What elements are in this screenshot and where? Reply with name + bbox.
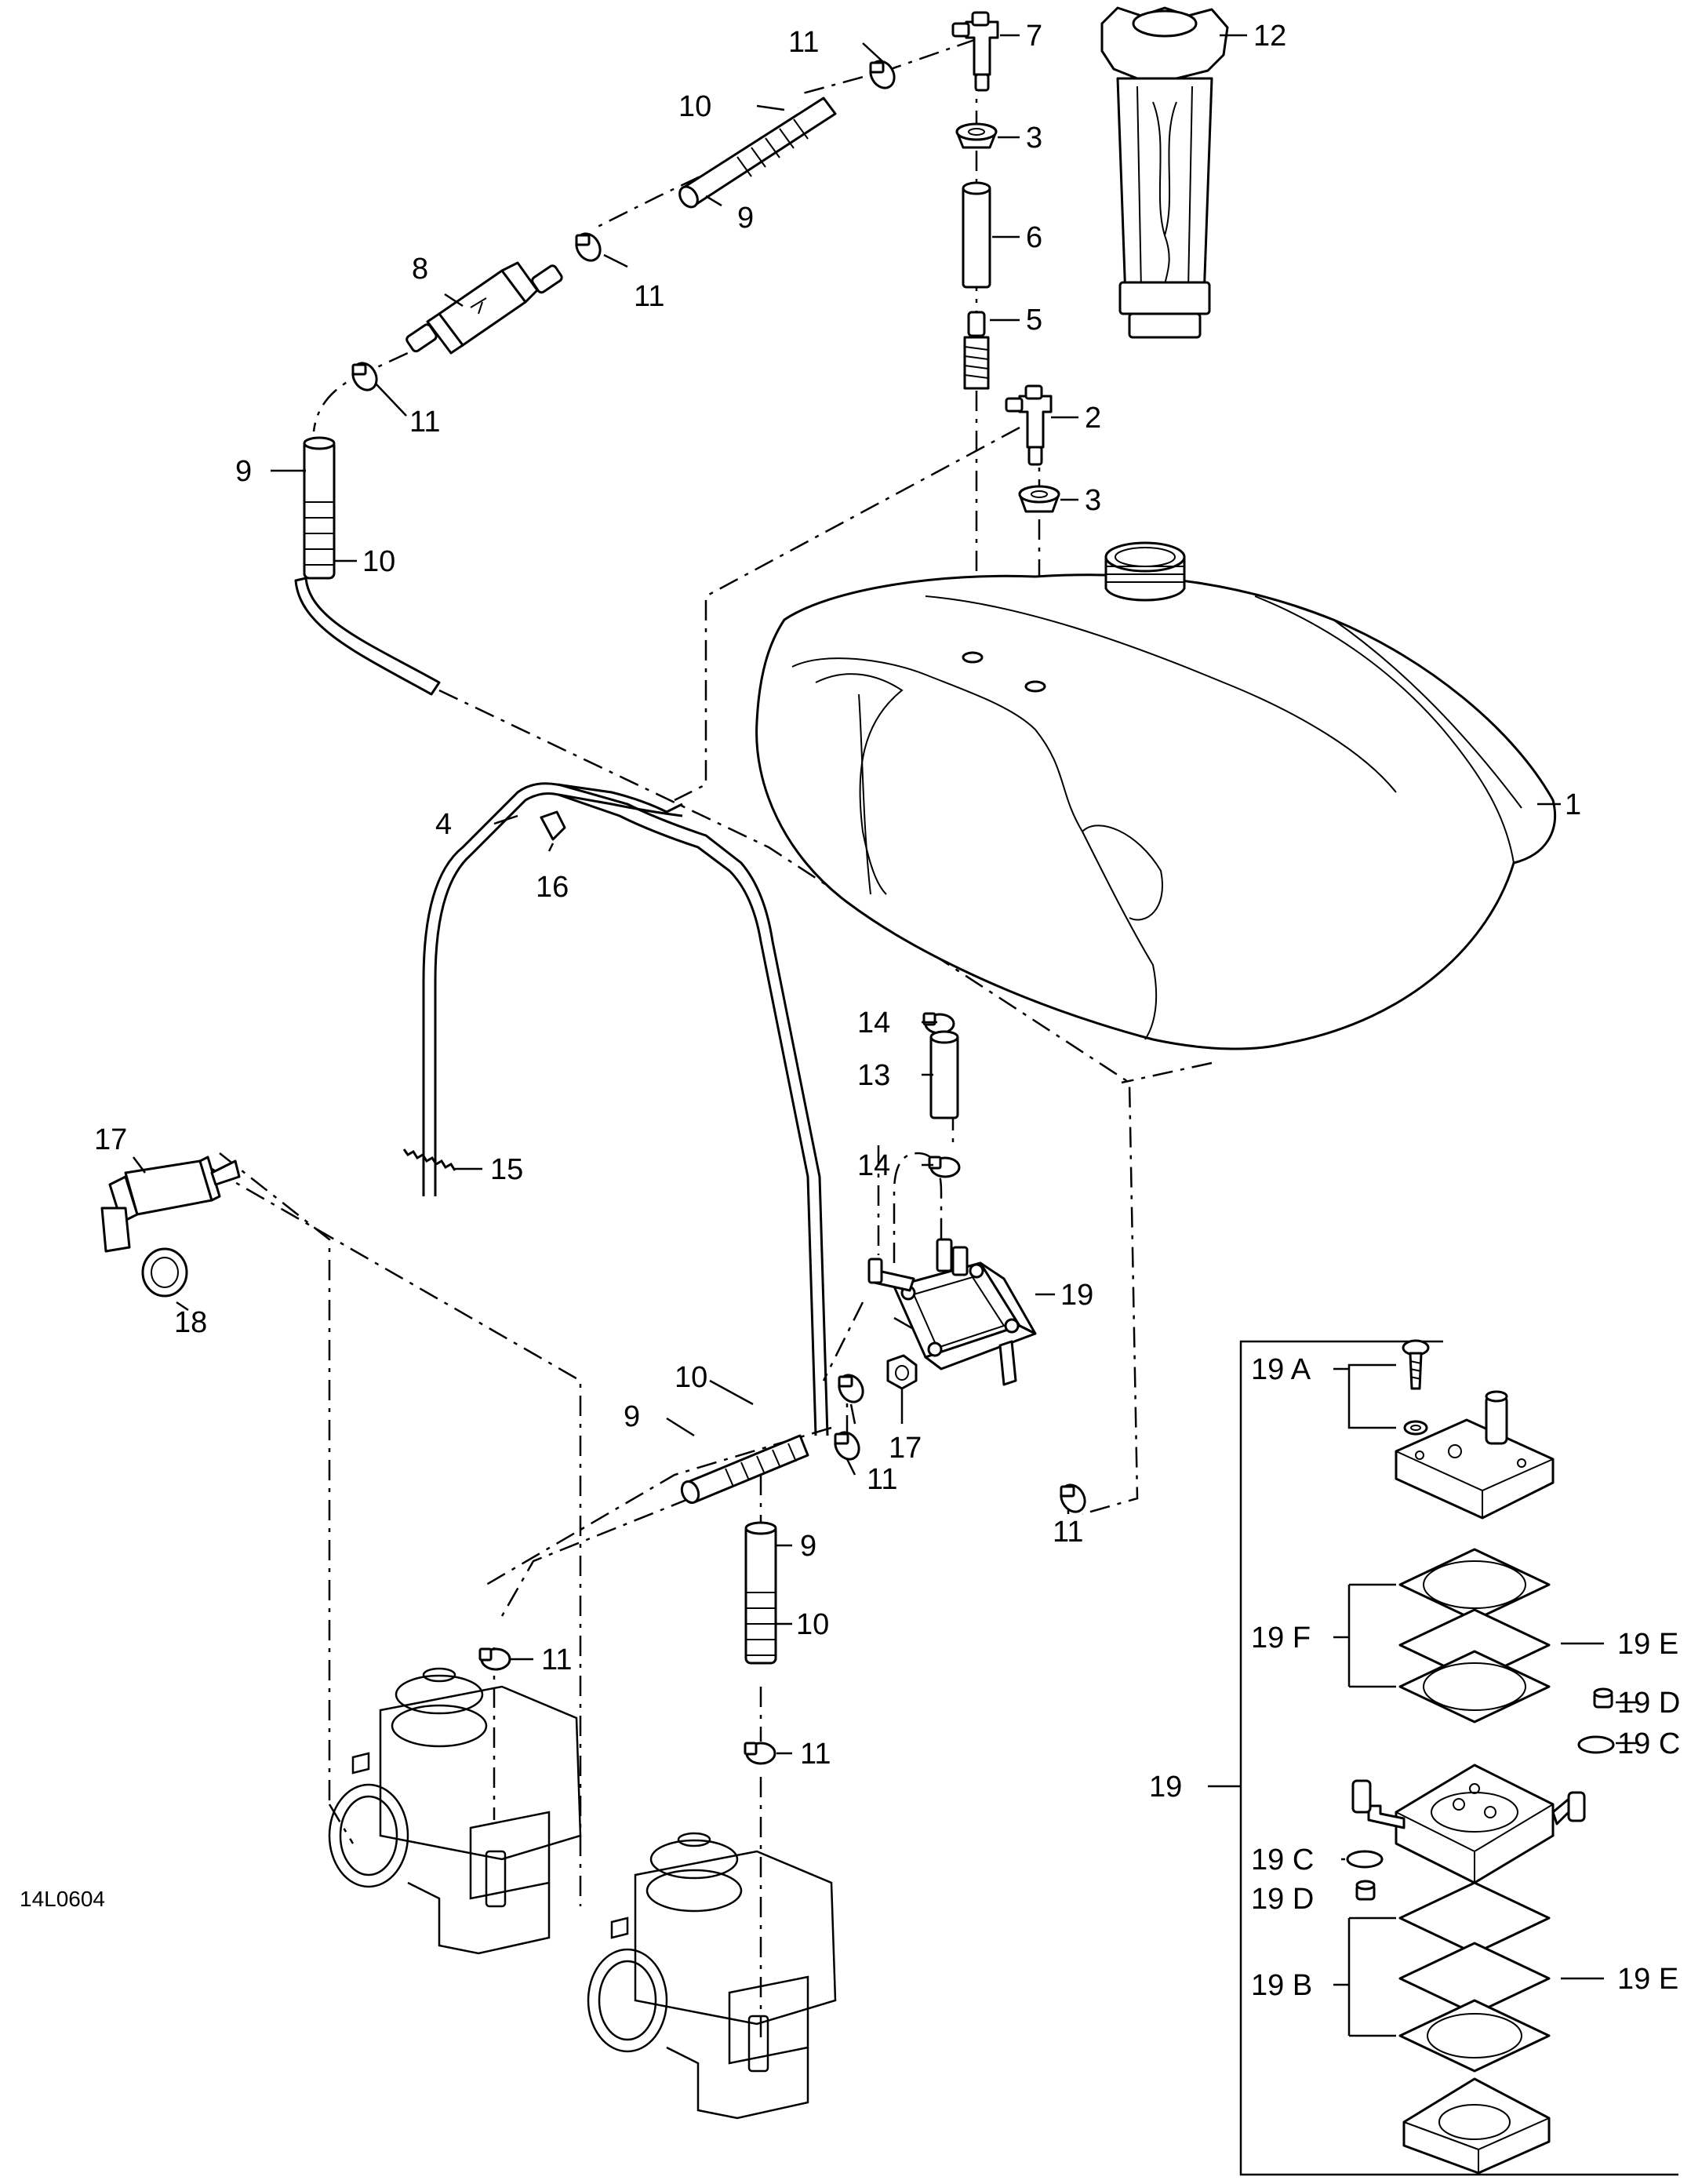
callout-11: 11 <box>409 406 440 439</box>
grommet-upper <box>955 122 998 149</box>
callout-18: 18 <box>174 1306 207 1339</box>
callout-11: 11 <box>800 1738 831 1771</box>
callout-17: 17 <box>889 1432 922 1465</box>
callout-11: 11 <box>634 280 664 313</box>
callout-19e: 19 E <box>1617 1963 1678 1996</box>
hex-nut <box>886 1354 918 1390</box>
callout-19d: 19 D <box>1251 1883 1314 1916</box>
callout-3: 3 <box>1085 484 1101 517</box>
valve-disc-lower <box>1346 1850 1384 1869</box>
callout-12: 12 <box>1253 20 1286 53</box>
valve-disc-upper <box>1577 1735 1615 1754</box>
callout-5: 5 <box>1026 304 1042 337</box>
check-valve <box>963 311 990 390</box>
callout-15: 15 <box>490 1153 523 1186</box>
callout-3: 3 <box>1026 122 1042 155</box>
carburetor-left <box>328 1667 582 1955</box>
hose-lower <box>744 1521 777 1665</box>
clamp-b <box>575 232 602 262</box>
callout-2: 2 <box>1085 402 1101 435</box>
valve-nut <box>141 1247 188 1298</box>
clamp-d <box>838 1374 864 1403</box>
clamp-pump-upper <box>922 1012 955 1035</box>
hose-top <box>678 96 837 209</box>
callout-9: 9 <box>737 202 754 235</box>
diaphragm-gasket-3 <box>1398 1650 1551 1724</box>
filler-neck <box>1104 541 1186 602</box>
fuel-gauge-sender <box>1100 6 1229 339</box>
carburetor-right <box>587 1832 837 2120</box>
clamp-f <box>1060 1483 1086 1513</box>
callout-19: 19 <box>1060 1279 1093 1312</box>
fuel-tank <box>755 541 1557 1050</box>
clamp-a <box>869 60 896 89</box>
callout-13: 13 <box>857 1059 890 1092</box>
fuel-shutoff-valve <box>100 1156 241 1253</box>
diaphragm-gasket-5 <box>1398 1942 1551 2015</box>
hose-routing-lines <box>211 38 1213 2040</box>
callout-9: 9 <box>235 455 252 488</box>
callout-9: 9 <box>800 1530 816 1563</box>
vent-tube <box>962 181 991 289</box>
callout-19a: 19 A <box>1251 1353 1311 1386</box>
hose-middle <box>680 1434 809 1505</box>
callout-6: 6 <box>1026 221 1042 254</box>
clamp-c <box>351 362 378 391</box>
connector-tube <box>929 1030 959 1119</box>
callout-1: 1 <box>1565 788 1581 821</box>
callout-14: 14 <box>857 1149 890 1182</box>
valve-plug-upper <box>1593 1687 1613 1709</box>
hose-left <box>294 436 441 696</box>
diagram-code: 14L0604 <box>20 1887 105 1911</box>
tee-fitting-tank <box>1005 384 1053 466</box>
diaphragm-gasket-4 <box>1398 1881 1551 1955</box>
callout-19d: 19 D <box>1617 1687 1680 1720</box>
callout-19c: 19 C <box>1251 1844 1314 1876</box>
callout-10: 10 <box>362 545 395 578</box>
pump-kit-detail <box>1208 1339 1678 2176</box>
valve-plug-lower <box>1355 1880 1376 1901</box>
callout-7: 7 <box>1026 20 1042 53</box>
pump-cover <box>1395 1390 1555 1520</box>
tee-fitting-top <box>951 11 999 92</box>
callout-19e: 19 E <box>1617 1628 1678 1661</box>
lock-washer <box>1403 1420 1428 1436</box>
callout-10: 10 <box>796 1608 829 1641</box>
pump-base <box>1402 2077 1551 2175</box>
callout-11: 11 <box>541 1643 572 1676</box>
callout-16: 16 <box>536 871 569 904</box>
clamp-h <box>744 1742 776 1765</box>
callout-11: 11 <box>867 1463 897 1496</box>
callout-8: 8 <box>412 253 428 286</box>
clamp-e <box>834 1431 860 1461</box>
callout-11: 11 <box>788 26 819 59</box>
callout-leaders <box>133 34 1561 1755</box>
fuel-pump <box>867 1238 1037 1386</box>
callout-labels: 11 7 12 10 3 9 6 11 8 5 2 11 3 9 10 1 4 … <box>20 20 1581 1911</box>
cover-screw <box>1402 1339 1430 1390</box>
diaphragm-gasket-6 <box>1398 1999 1551 2073</box>
callout-10: 10 <box>678 90 711 123</box>
callout-19b: 19 B <box>1251 1969 1312 2002</box>
pump-kit-labels: 19 A 19 F 19 E 19 D 19 C 19 C 19 D 19 B … <box>1251 1353 1680 2002</box>
callout-19: 19 <box>1149 1771 1182 1804</box>
pump-body <box>1351 1764 1586 1884</box>
clip <box>540 810 566 841</box>
diaphragm-gasket-1 <box>1398 1548 1551 1622</box>
callout-19c: 19 C <box>1617 1727 1680 1760</box>
callout-17: 17 <box>94 1123 127 1156</box>
callout-11: 11 <box>1053 1516 1083 1549</box>
spring <box>402 1148 456 1171</box>
callout-4: 4 <box>435 808 452 841</box>
clamp-pump-lower <box>928 1156 961 1178</box>
callout-14: 14 <box>857 1006 890 1039</box>
clamp-g <box>478 1647 511 1671</box>
callout-10: 10 <box>675 1361 707 1394</box>
grommet-lower <box>1018 485 1060 513</box>
callout-19f: 19 F <box>1251 1622 1311 1654</box>
fuel-filter <box>405 261 563 355</box>
callout-9: 9 <box>624 1400 640 1433</box>
fuel-line-loop <box>422 782 829 1436</box>
